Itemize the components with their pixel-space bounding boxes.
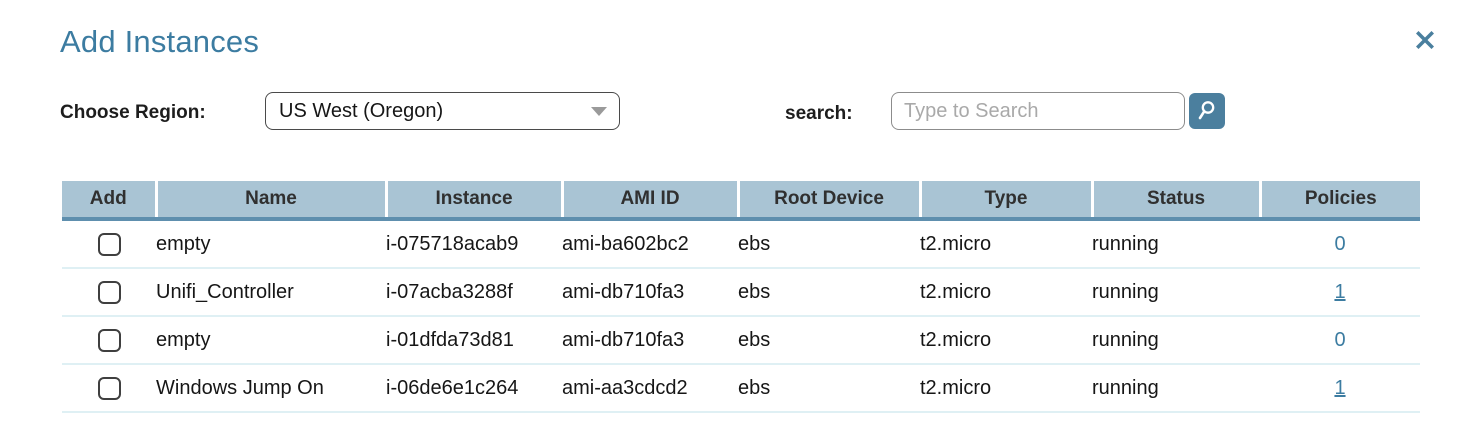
cell-add: [62, 364, 156, 413]
cell-status: running: [1092, 268, 1260, 317]
cell-name: empty: [156, 219, 386, 269]
cell-root-device: ebs: [738, 316, 920, 365]
cell-instance: i-075718acab9: [386, 219, 562, 269]
column-header-name[interactable]: Name: [156, 181, 388, 221]
column-header-add[interactable]: Add: [62, 181, 158, 221]
chevron-down-icon: [579, 106, 619, 116]
policies-count: 0: [1334, 328, 1346, 351]
cell-type: t2.micro: [920, 316, 1092, 365]
cell-ami-id: ami-db710fa3: [562, 316, 738, 365]
column-header-policies[interactable]: Policies: [1260, 181, 1420, 221]
cell-root-device: ebs: [738, 364, 920, 413]
cell-add: [62, 316, 156, 365]
region-select[interactable]: US West (Oregon): [265, 92, 620, 130]
cell-ami-id: ami-aa3cdcd2: [562, 364, 738, 413]
cell-ami-id: ami-ba602bc2: [562, 219, 738, 269]
cell-type: t2.micro: [920, 268, 1092, 317]
cell-root-device: ebs: [738, 268, 920, 317]
cell-status: running: [1092, 364, 1260, 413]
cell-type: t2.micro: [920, 219, 1092, 269]
row-select-checkbox[interactable]: [97, 280, 121, 304]
column-header-instance[interactable]: Instance: [386, 181, 564, 221]
policies-link[interactable]: 1: [1334, 280, 1346, 303]
cell-policies: 0: [1260, 316, 1420, 365]
cell-type: t2.micro: [920, 364, 1092, 413]
magnifier-icon: [1195, 99, 1219, 123]
cell-policies: 0: [1260, 219, 1420, 269]
cell-name: empty: [156, 316, 386, 365]
choose-region-label: Choose Region:: [60, 102, 206, 123]
page-title: Add Instances: [60, 24, 260, 59]
column-header-ami-id[interactable]: AMI ID: [562, 181, 740, 221]
column-header-root-device[interactable]: Root Device: [738, 181, 922, 221]
close-button[interactable]: [1408, 24, 1442, 58]
close-x-icon: [1410, 26, 1440, 56]
cell-status: running: [1092, 316, 1260, 365]
table-header-row: Add Name Instance AMI ID Root Device Typ…: [62, 181, 1420, 221]
cell-add: [62, 219, 156, 269]
row-select-checkbox[interactable]: [97, 328, 121, 352]
controls-bar: Choose Region: US West (Oregon) search:: [0, 92, 1484, 144]
search-label: search:: [785, 103, 853, 124]
cell-root-device: ebs: [738, 219, 920, 269]
column-header-status[interactable]: Status: [1092, 181, 1262, 221]
cell-name: Windows Jump On: [156, 364, 386, 413]
cell-policies: 1: [1260, 268, 1420, 317]
cell-name: Unifi_Controller: [156, 268, 386, 317]
region-select-value: US West (Oregon): [279, 99, 444, 122]
cell-ami-id: ami-db710fa3: [562, 268, 738, 317]
instances-table: Add Name Instance AMI ID Root Device Typ…: [62, 181, 1420, 413]
cell-instance: i-01dfda73d81: [386, 316, 562, 365]
policies-count: 0: [1334, 232, 1346, 255]
column-header-type[interactable]: Type: [920, 181, 1094, 221]
search-button[interactable]: [1189, 93, 1225, 129]
row-select-checkbox[interactable]: [97, 232, 121, 256]
cell-add: [62, 268, 156, 317]
cell-instance: i-07acba3288f: [386, 268, 562, 317]
policies-link[interactable]: 1: [1334, 376, 1346, 399]
cell-instance: i-06de6e1c264: [386, 364, 562, 413]
row-select-checkbox[interactable]: [97, 376, 121, 400]
cell-policies: 1: [1260, 364, 1420, 413]
search-input[interactable]: [891, 92, 1185, 130]
cell-status: running: [1092, 219, 1260, 269]
